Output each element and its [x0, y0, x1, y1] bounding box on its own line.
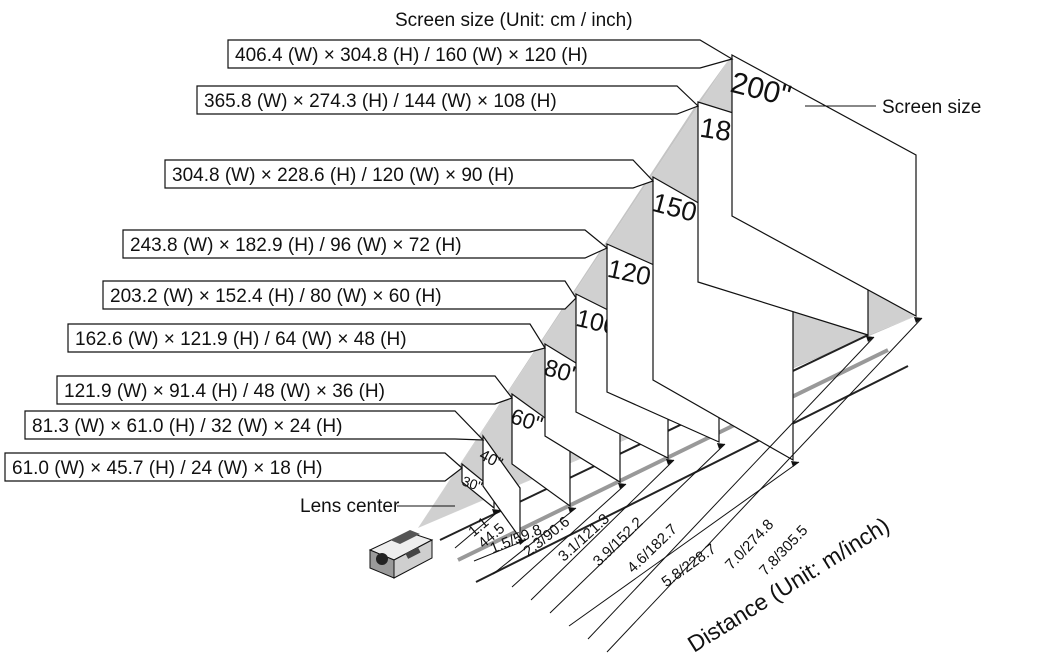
dimension-text: 81.3 (W) × 61.0 (H) / 32 (W) × 24 (H) — [32, 416, 342, 437]
dimension-labels: 61.0 (W) × 45.7 (H) / 24 (W) × 18 (H) 81.… — [4, 39, 734, 482]
projector-icon — [368, 530, 434, 579]
distance-arrow — [866, 336, 874, 342]
distance-arrow — [791, 461, 799, 467]
distance-arrow — [666, 459, 674, 465]
distance-arrow — [618, 483, 626, 489]
distance-arrow — [518, 539, 526, 545]
floor-line — [475, 365, 909, 583]
dimension-text: 406.4 (W) × 304.8 (H) / 160 (W) × 120 (H… — [235, 45, 588, 66]
dimension-text: 304.8 (W) × 228.6 (H) / 120 (W) × 90 (H) — [172, 165, 514, 186]
distance-line — [454, 509, 501, 549]
screen-1 — [482, 434, 521, 540]
dimension-box — [56, 375, 513, 405]
screen-8 — [731, 53, 917, 318]
dimension-box — [196, 85, 700, 115]
screen-size-number: 30" — [460, 473, 485, 495]
diagram-title: Screen size (Unit: cm / inch) — [395, 10, 633, 31]
dimension-box — [24, 410, 485, 441]
dimension-box — [4, 452, 463, 482]
distance-line — [606, 317, 923, 653]
dimension-text: 121.9 (W) × 91.4 (H) / 48 (W) × 36 (H) — [64, 381, 385, 402]
screen-size-label: Screen size — [882, 97, 981, 118]
dimension-box — [122, 229, 609, 259]
distance-line — [587, 336, 875, 640]
distance-line — [549, 443, 726, 614]
distance-arrow — [492, 509, 500, 515]
dimension-text: 243.8 (W) × 182.9 (H) / 96 (W) × 72 (H) — [130, 235, 462, 256]
dimension-text: 365.8 (W) × 274.3 (H) / 144 (W) × 108 (H… — [204, 91, 557, 112]
dimension-box — [164, 159, 655, 189]
dimension-box — [67, 323, 546, 353]
dimension-text: 162.6 (W) × 121.9 (H) / 64 (W) × 48 (H) — [75, 329, 407, 350]
distance-line — [492, 507, 577, 575]
dimension-text: 61.0 (W) × 45.7 (H) / 24 (W) × 18 (H) — [12, 458, 322, 479]
lens-center-label: Lens center — [300, 496, 400, 517]
distance-line — [511, 483, 627, 588]
dimension-box — [102, 280, 577, 310]
distance-line — [473, 539, 527, 562]
dimension-text: 203.2 (W) × 152.4 (H) / 80 (W) × 60 (H) — [110, 286, 442, 307]
distance-arrow — [717, 443, 725, 449]
distance-arrow — [914, 317, 922, 323]
dimension-box — [227, 39, 734, 69]
distance-line — [530, 459, 675, 601]
floor-line — [457, 348, 889, 562]
distance-arrow — [568, 507, 576, 513]
